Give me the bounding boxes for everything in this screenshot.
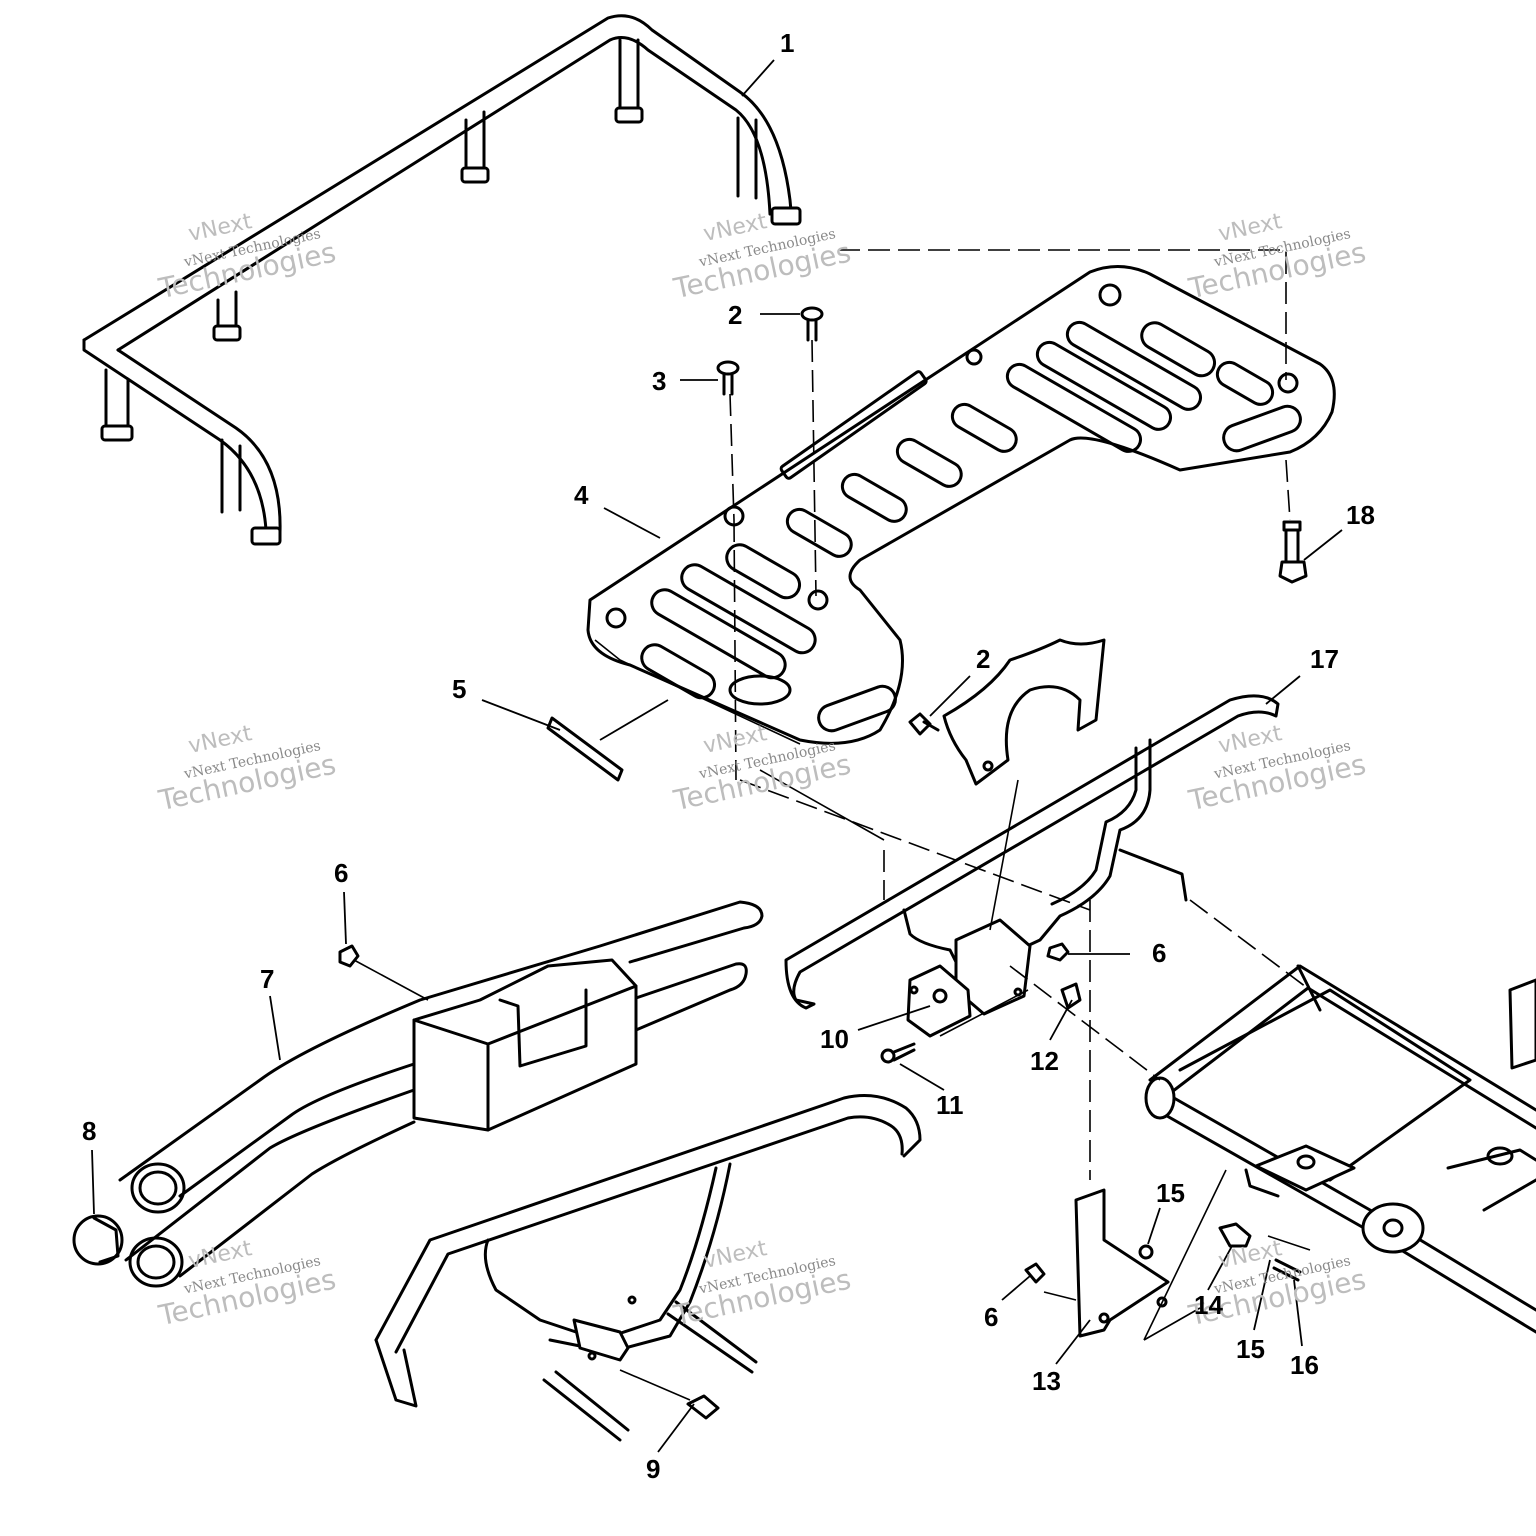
end-cap-8 [72, 1214, 124, 1266]
callout-3: 3 [652, 366, 666, 396]
spacer-14 [1218, 1222, 1252, 1248]
callout-6-bottom: 6 [984, 1302, 998, 1332]
decal-5 [546, 716, 624, 782]
rack-rail [82, 14, 802, 546]
lower-bumper-9 [374, 1094, 922, 1442]
washer-15-upper [1138, 1244, 1154, 1260]
callout-6-right: 6 [1152, 938, 1166, 968]
screw-11 [880, 1042, 916, 1064]
nut-6-left [338, 944, 360, 968]
callout-9: 9 [646, 1454, 660, 1484]
assembly-lines [353, 249, 1311, 1401]
callout-1: 1 [780, 28, 794, 58]
bracket-13 [1074, 1188, 1170, 1338]
nut-6-right [1046, 942, 1070, 962]
frame [1144, 964, 1536, 1334]
bolt-18 [1278, 520, 1308, 584]
callout-15-lower: 15 [1236, 1334, 1265, 1364]
callout-11: 11 [936, 1090, 964, 1120]
callout-5: 5 [452, 674, 466, 704]
callout-6-left: 6 [334, 858, 348, 888]
screw-2-top [800, 306, 824, 342]
clip-12 [1060, 982, 1082, 1010]
front-bumper-7 [118, 900, 764, 1288]
callout-2-top: 2 [728, 300, 742, 330]
rack-platform [586, 265, 1336, 745]
callout-8: 8 [82, 1116, 96, 1146]
callout-12: 12 [1030, 1046, 1059, 1076]
callout-18: 18 [1346, 500, 1375, 530]
bolt-16 [1272, 1258, 1302, 1282]
callout-15-upper: 15 [1156, 1178, 1185, 1208]
callout-16: 16 [1290, 1350, 1319, 1380]
callout-7: 7 [260, 964, 274, 994]
callout-10: 10 [820, 1024, 849, 1054]
callout-14: 14 [1194, 1290, 1223, 1320]
callout-leaders [91, 59, 1343, 1453]
rack-slots [640, 320, 1302, 733]
bolt-2-lower [908, 712, 940, 736]
callout-17: 17 [1310, 644, 1339, 674]
nut-6-bottom [1024, 1262, 1046, 1284]
callout-13: 13 [1032, 1366, 1061, 1396]
callout-4: 4 [574, 480, 589, 510]
callout-labels: 1 2 3 4 5 2 17 18 6 7 8 6 10 11 12 13 14… [82, 28, 1375, 1484]
screw-3 [716, 360, 740, 396]
rear-rail-17 [784, 694, 1280, 1038]
fender-bracket [942, 638, 1106, 786]
callout-2-lower: 2 [976, 644, 990, 674]
